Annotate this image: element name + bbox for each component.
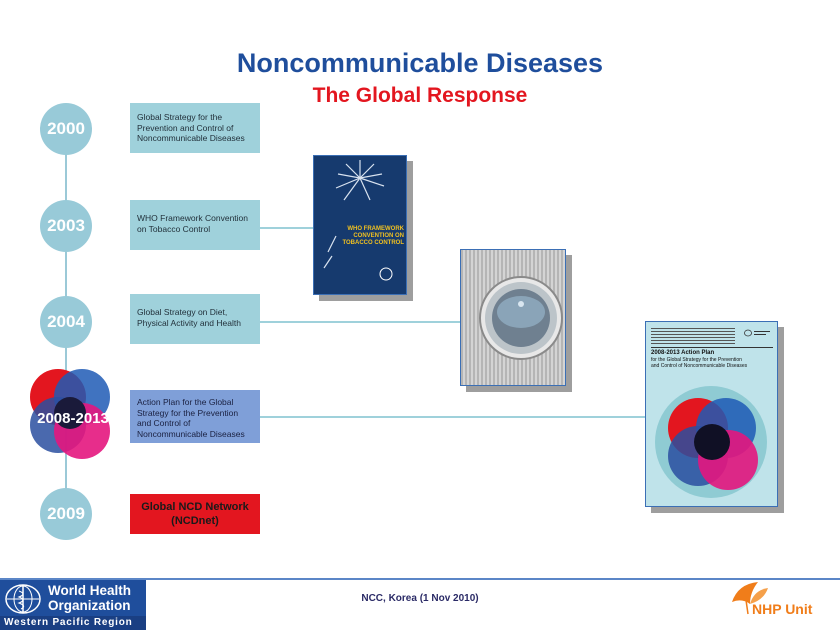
- milestone-text: Global NCD Network (NCDnet): [141, 501, 249, 527]
- who-emblem-icon: [5, 584, 41, 614]
- year-label: 2004: [47, 312, 85, 331]
- connector-2004: [260, 321, 460, 323]
- year-label: 2000: [47, 119, 85, 138]
- milestone-box-2009: Global NCD Network (NCDnet): [130, 494, 260, 534]
- fctc-cover-title: WHO FRAMEWORK CONVENTION ON TOBACCO CONT…: [342, 226, 404, 246]
- who-region: Western Pacific Region: [4, 617, 133, 628]
- action-plan-cover-rule: [651, 347, 773, 348]
- milestone-box-2000: Global Strategy for the Prevention and C…: [130, 103, 260, 153]
- dpas-cover-image: [460, 249, 566, 386]
- action-plan-cover-intro: [651, 328, 735, 344]
- milestone-text: Global Strategy for the Prevention and C…: [137, 112, 245, 143]
- footer-event: NCC, Korea (1 Nov 2010): [361, 593, 479, 604]
- who-name-line2: Organization: [48, 598, 131, 613]
- page-title: Noncommunicable Diseases: [236, 48, 604, 78]
- action-plan-cover-subtitle: for the Global Strategy for the Preventi…: [651, 357, 748, 369]
- milestone-box-2008-2013: Action Plan for the Global Strategy for …: [130, 390, 260, 443]
- who-logo: World Health Organization Western Pacifi…: [0, 580, 146, 630]
- year-label: 2003: [47, 216, 85, 235]
- milestone-text: WHO Framework Convention on Tobacco Cont…: [137, 213, 249, 234]
- nhp-unit-label: NHP Unit: [752, 601, 813, 617]
- action-plan-cover-image: 2008-2013 Action Plan for the Global Str…: [645, 321, 778, 507]
- page-subtitle: The Global Response: [312, 84, 528, 107]
- milestone-text: Action Plan for the Global Strategy for …: [137, 397, 245, 439]
- connector-2008-2013: [260, 416, 646, 418]
- fctc-cover-image: WHO FRAMEWORK CONVENTION ON TOBACCO CONT…: [313, 155, 407, 295]
- milestone-box-2003: WHO Framework Convention on Tobacco Cont…: [130, 200, 260, 250]
- action-plan-cover-title: 2008-2013 Action Plan: [651, 350, 715, 356]
- umbrella-icon: [732, 582, 768, 615]
- year-label-2008-2013: 2008-2013: [37, 410, 109, 427]
- year-circle-2000: 2000: [40, 103, 92, 155]
- fctc-cover-art: [323, 160, 393, 281]
- who-small-logo-icon: [744, 329, 770, 337]
- action-plan-cover-art: [655, 386, 767, 498]
- footer-divider: [0, 578, 840, 580]
- year-circle-2009: 2009: [40, 488, 92, 540]
- year-circle-2003: 2003: [40, 200, 92, 252]
- milestone-text: Global Strategy on Diet, Physical Activi…: [137, 307, 241, 328]
- who-name-line1: World Health: [48, 583, 132, 598]
- year-label: 2009: [47, 504, 85, 523]
- connector-2003: [260, 227, 313, 229]
- year-circle-2004: 2004: [40, 296, 92, 348]
- milestone-box-2004: Global Strategy on Diet, Physical Activi…: [130, 294, 260, 344]
- dpas-cover-art: [479, 276, 563, 360]
- action-plan-circles-icon: [30, 369, 110, 459]
